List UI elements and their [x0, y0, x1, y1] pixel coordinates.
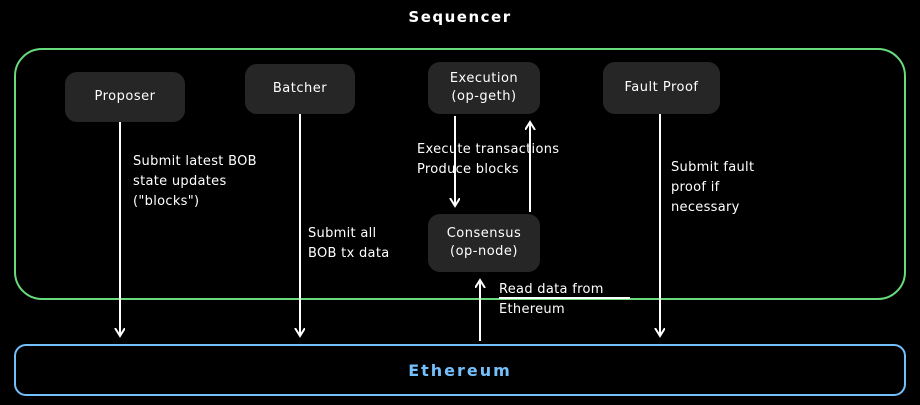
node-execution: Execution (op-geth) [428, 62, 540, 114]
node-fault-proof: Fault Proof [603, 62, 720, 114]
node-proposer: Proposer [65, 72, 185, 122]
node-consensus: Consensus (op-node) [428, 214, 540, 272]
annotation-submit-state-updates: Submit latest BOB state updates ("blocks… [133, 154, 257, 209]
node-batcher: Batcher [245, 64, 355, 114]
annotation-submit-fault-proof: Submit fault proof if necessary [671, 160, 755, 215]
annotation-read-data-from-ethereum: Read data from Ethereum [499, 282, 604, 317]
annotation-execute-transactions: Execute transactions Produce blocks [417, 142, 560, 177]
ethereum-label: Ethereum [408, 360, 512, 380]
ethereum-box: Ethereum [14, 344, 906, 396]
diagram-title: Sequencer [408, 8, 512, 26]
annotation-submit-tx-data: Submit all BOB tx data [308, 226, 390, 261]
sequencer-group-box [14, 48, 906, 300]
